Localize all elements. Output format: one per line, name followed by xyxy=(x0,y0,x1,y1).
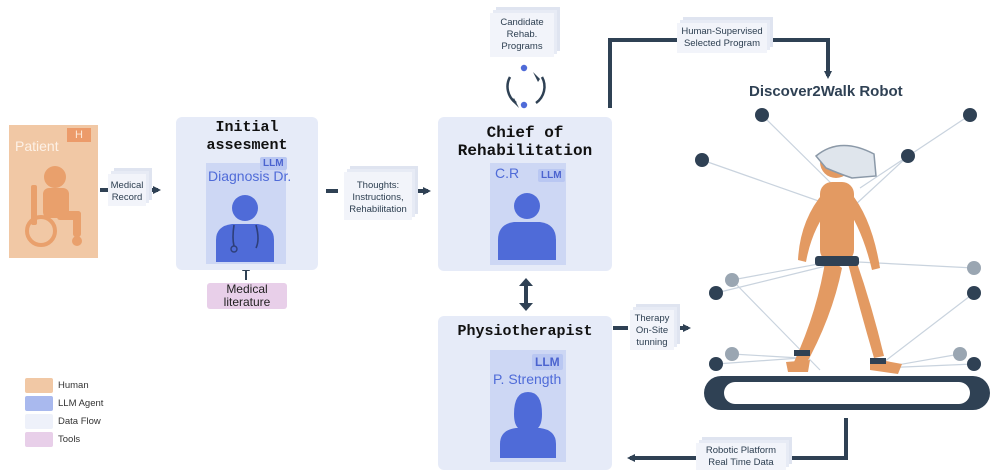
chief-title-line-1: Chief of xyxy=(486,124,564,142)
chief-llm-badge: LLM xyxy=(538,169,565,182)
sensor-nodes xyxy=(695,108,981,371)
thoughts-line-1: Thoughts: xyxy=(356,180,400,191)
legend-label-data-flow: Data Flow xyxy=(58,416,101,427)
thoughts-line-3: Rehabilitation xyxy=(349,204,407,215)
arrow-robot-to-physio xyxy=(786,418,848,460)
patient-card: Patient H xyxy=(9,125,98,258)
initial-title-line-2: assesment xyxy=(206,137,288,154)
therapy-note: Therapy On-Site tunning xyxy=(630,310,674,350)
medical-record-note: Medical Record xyxy=(108,174,146,206)
vr-headset-icon xyxy=(814,144,877,179)
robot-title: Discover2Walk Robot xyxy=(749,83,903,100)
diagnosis-doctor-label: Diagnosis Dr. xyxy=(208,168,292,184)
medical-record-line-1: Medical xyxy=(110,180,144,191)
medical-literature-tool: Medical literature xyxy=(207,283,287,309)
physio-llm-badge: LLM xyxy=(532,354,563,370)
physio-role-label: P. Strength xyxy=(493,371,562,387)
human-supervised-line-2: Selected Program xyxy=(683,38,761,49)
initial-title-line-1: Initial xyxy=(215,119,279,136)
chief-person-icon xyxy=(498,193,556,260)
medical-literature-line-1: Medical xyxy=(226,282,268,296)
legend-swatch-llm-agent xyxy=(25,396,53,411)
robotic-line-2: Real Time Data xyxy=(708,457,774,468)
candidate-line-1: Candidate xyxy=(500,17,544,28)
walking-child xyxy=(786,146,902,374)
thoughts-note: Thoughts: Instructions, Rehabilitation xyxy=(344,172,412,220)
robotic-platform-note: Robotic Platform Real Time Data xyxy=(696,443,786,470)
legend-label-llm-agent: LLM Agent xyxy=(58,398,104,409)
arrow-chief-to-robot xyxy=(608,38,677,108)
doctor-icon xyxy=(216,195,274,262)
cycle-icon xyxy=(506,64,546,109)
human-badge: H xyxy=(67,128,91,142)
patient-label: Patient xyxy=(15,138,59,154)
physio-person-icon xyxy=(500,392,556,458)
therapy-line-3: tunning xyxy=(636,337,668,348)
discover2walk-robot-illustration xyxy=(695,108,990,410)
human-supervised-line-1: Human-Supervised xyxy=(681,26,763,37)
therapy-line-2: On-Site xyxy=(635,325,669,336)
candidate-line-3: Programs xyxy=(501,41,543,52)
medical-literature-line-2: literature xyxy=(223,295,271,309)
legend-swatch-data-flow xyxy=(25,414,53,429)
candidate-line-2: Rehab. xyxy=(506,29,538,40)
legend-label-tools: Tools xyxy=(58,434,81,445)
candidate-programs-note: Candidate Rehab. Programs xyxy=(490,13,554,57)
therapy-line-1: Therapy xyxy=(634,313,670,324)
medical-record-line-2: Record xyxy=(111,192,143,203)
thoughts-line-2: Instructions, xyxy=(352,192,404,203)
initial-llm-badge: LLM xyxy=(260,157,287,170)
robotic-line-1: Robotic Platform xyxy=(705,445,777,456)
legend-swatch-tools xyxy=(25,432,53,447)
chief-title-line-2: Rehabilitation xyxy=(457,142,593,160)
physio-title: Physiotherapist xyxy=(457,323,593,340)
legend-swatch-human xyxy=(25,378,53,393)
chief-role-label: C.R xyxy=(495,165,520,181)
wheelchair-patient-icon xyxy=(25,166,82,247)
human-supervised-note: Human-Supervised Selected Program xyxy=(677,23,767,53)
legend-label-human: Human xyxy=(58,380,89,391)
